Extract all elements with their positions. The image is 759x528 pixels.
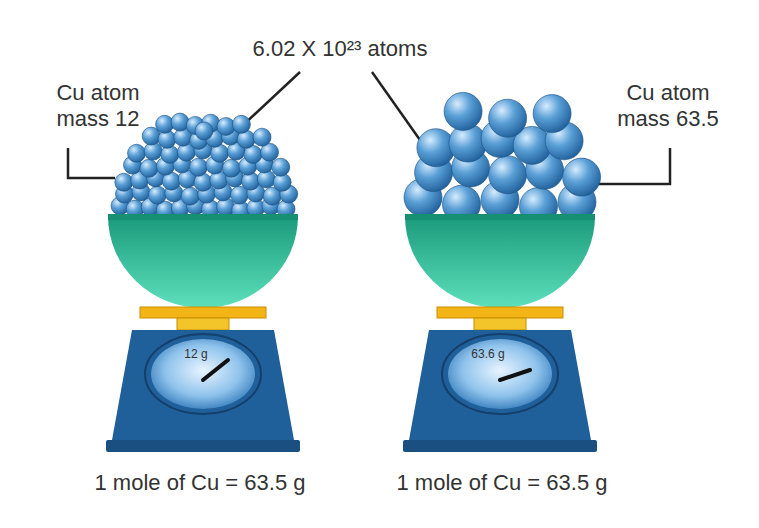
- dial-reading: 63.6 g: [458, 347, 518, 361]
- atom: [217, 118, 235, 136]
- weighing-scale: [106, 307, 300, 452]
- atom: [533, 95, 571, 133]
- mass-label: Cu atom mass 12: [33, 80, 163, 133]
- atom: [272, 158, 290, 176]
- atom: [156, 115, 174, 133]
- mole-label: 1 mole of Cu = 63.5 g: [60, 470, 340, 496]
- dial-reading: 12 g: [166, 347, 226, 361]
- atom: [222, 159, 240, 177]
- atom: [489, 156, 527, 194]
- atom: [232, 115, 250, 133]
- bowl-rim: [405, 214, 595, 220]
- mass-label: Cu atom mass 63.5: [598, 80, 738, 133]
- atom: [444, 92, 482, 130]
- bowl: [108, 216, 298, 308]
- atom: [563, 158, 601, 196]
- atom: [189, 158, 207, 176]
- atom: [489, 99, 527, 137]
- bowl: [405, 216, 595, 308]
- mole-label: 1 mole of Cu = 63.5 g: [362, 470, 642, 496]
- atom: [115, 173, 133, 191]
- atom: [181, 187, 199, 205]
- atom: [140, 159, 158, 177]
- count-label: 6.02 X 10²³ atoms: [190, 36, 490, 62]
- atom: [128, 144, 146, 162]
- weighing-scale: [403, 307, 597, 452]
- atom: [253, 128, 271, 146]
- large-atoms: [404, 92, 601, 225]
- atom: [148, 186, 166, 204]
- atom: [171, 113, 189, 131]
- bowl-rim: [108, 214, 298, 220]
- atom: [195, 122, 213, 140]
